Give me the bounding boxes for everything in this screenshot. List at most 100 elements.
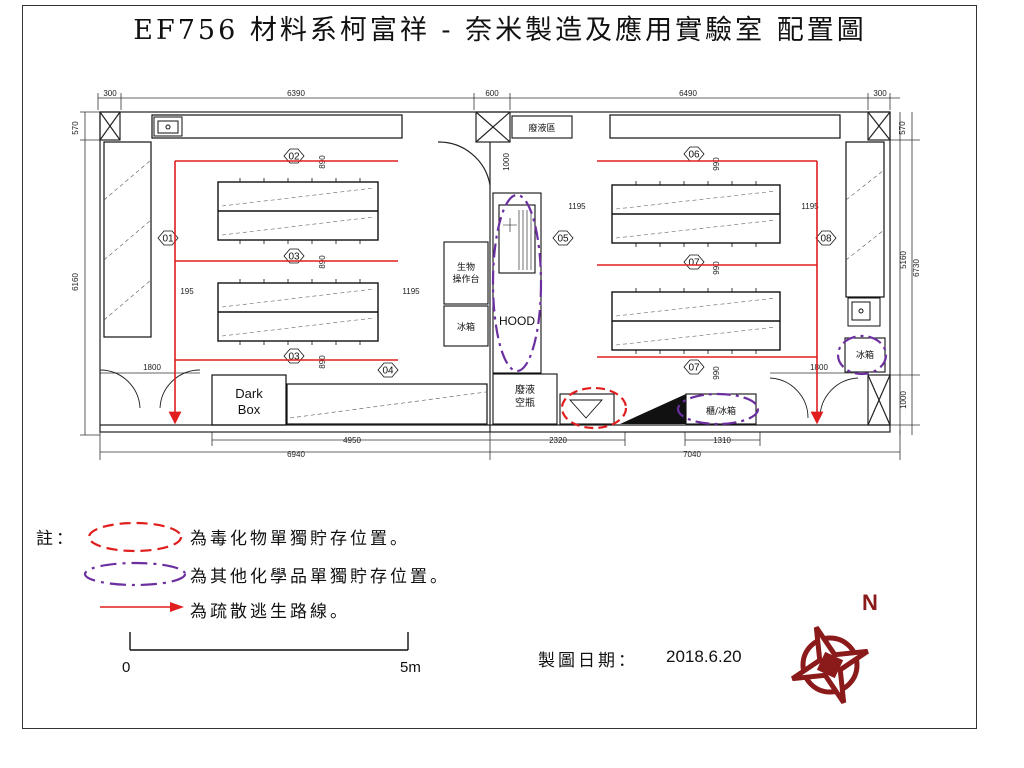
station-tags: 01 02 03 03 04 05 06 07 07 08 — [157, 146, 837, 378]
dim-top-right-span: 6490 — [679, 89, 697, 98]
cabinet-fridge — [685, 393, 757, 425]
toxic-cabinet — [559, 393, 615, 425]
sink-icon — [153, 116, 183, 137]
top-dimension-lines — [80, 93, 920, 460]
station-tag-label: 04 — [382, 366, 394, 377]
legend-symbols — [83, 521, 187, 612]
toxic-storage-marker — [560, 386, 628, 430]
dim-bottom-4950: 4950 — [343, 436, 361, 445]
dark-box-label: Dark Box — [235, 386, 263, 417]
station-tag-label: 07 — [688, 258, 700, 269]
date-label: 製圖日期： — [538, 651, 638, 671]
station-tag-shape — [552, 230, 574, 246]
legend-other-symbol — [83, 561, 187, 587]
date-value: 2018.6.20 — [666, 647, 742, 666]
station-tag-label: 01 — [162, 234, 174, 245]
station-tag: 06 — [683, 146, 705, 162]
bio-cabinet-label: 生物 操作台 — [452, 261, 479, 285]
legend-route-arrow — [170, 602, 184, 612]
legend-toxic-text: 為毒化物單獨貯存位置。 — [190, 529, 410, 549]
dim-aisle-1000: 1000 — [502, 153, 511, 171]
station-tag-label: 08 — [820, 234, 832, 245]
station-tag-shape — [815, 230, 837, 246]
black-triangle-marker — [620, 394, 686, 424]
station-tag: 01 — [157, 230, 179, 246]
drawing-frame — [22, 5, 977, 729]
center-equipment — [443, 115, 886, 425]
hood-grid — [503, 210, 532, 270]
label-dark-box-2: Box — [238, 402, 261, 417]
waste-area — [511, 115, 573, 139]
station-tag: 05 — [552, 230, 574, 246]
dim-h195-left: 195 — [180, 287, 194, 296]
dim-right-570: 570 — [898, 121, 907, 135]
bench-hatching — [103, 159, 885, 419]
fume-hood — [492, 192, 542, 374]
waste-bottle-cabinet — [492, 373, 558, 425]
dim-right-5160: 5160 — [899, 251, 908, 269]
station-tag: 04 — [377, 362, 399, 378]
chemical-storage-marker-fridge — [836, 334, 888, 376]
dim-h1195-right-b: 1195 — [801, 202, 819, 211]
page-title: EF756 材料系柯富祥 - 奈米製造及應用實驗室 配置圖 — [133, 15, 867, 46]
station-tag: 03 — [283, 348, 305, 364]
station-tag: 08 — [815, 230, 837, 246]
legend-other-text: 為其他化學品單獨貯存位置。 — [190, 567, 450, 587]
dim-top-right-wall: 300 — [873, 89, 887, 98]
station-tag: 07 — [683, 359, 705, 375]
dim-right-1000: 1000 — [899, 391, 908, 409]
legend-toxic-symbol — [87, 521, 183, 553]
dim-bottom-7040: 7040 — [683, 450, 701, 459]
station-tag-label: 02 — [288, 152, 300, 163]
storage-markers — [491, 193, 888, 430]
label-waste-area: 廢液區 — [528, 122, 555, 134]
bio-cabinet — [443, 241, 489, 305]
dim-h1800-left: 1800 — [143, 363, 161, 372]
dim-bottom-6940: 6940 — [287, 450, 305, 459]
station-tag-label: 06 — [688, 150, 700, 161]
lab-benches — [217, 181, 781, 351]
label-waste-bottle-2: 空瓶 — [515, 396, 535, 409]
dim-h1195-left: 1195 — [402, 287, 420, 296]
scale-start: 0 — [122, 659, 131, 676]
station-tag-label: 07 — [688, 363, 700, 374]
dim-h1195-right-a: 1195 — [568, 202, 586, 211]
label-right-fridge: 冰箱 — [856, 349, 874, 361]
chemical-storage-marker-cabinet — [676, 392, 760, 426]
dim-v990-a: 990 — [712, 157, 721, 171]
dim-bottom-2320: 2320 — [549, 436, 567, 445]
station-tag-shape — [377, 362, 399, 378]
sink-right-icon — [847, 297, 881, 327]
dim-h1800-right: 1800 — [810, 363, 828, 372]
label-hood: HOOD — [499, 314, 535, 328]
label-bio-cabinet-2: 操作台 — [452, 273, 479, 285]
dim-right-6730: 6730 — [912, 259, 921, 277]
label-bio-cabinet-1: 生物 — [457, 261, 475, 273]
station-tag-shape — [157, 230, 179, 246]
label-center-fridge: 冰箱 — [457, 321, 475, 333]
dim-top-left-wall: 300 — [103, 89, 117, 98]
station-tag-shape — [283, 148, 305, 164]
bench-ticks — [239, 178, 757, 354]
legend-route-text: 為疏散逃生路線。 — [190, 602, 350, 622]
waste-bottle-label: 廢液 空瓶 — [515, 383, 535, 409]
station-tag-label: 05 — [557, 234, 569, 245]
center-fridge — [443, 305, 489, 347]
legend-prefix: 註： — [36, 529, 76, 549]
dim-left-570: 570 — [71, 121, 80, 135]
station-tag-shape — [683, 359, 705, 375]
compass-rose-icon — [791, 626, 869, 704]
wall-benches — [103, 114, 885, 426]
scale-end: 5m — [400, 659, 421, 676]
evacuation-routes — [168, 160, 824, 425]
dim-v990-b: 990 — [712, 261, 721, 275]
right-fridge — [844, 337, 886, 373]
station-tag-label: 03 — [288, 252, 300, 263]
dim-v990-c: 990 — [712, 366, 721, 380]
room-labels: 廢液區 冰箱 櫃/冰箱 冰箱 — [457, 122, 874, 417]
label-cabinet-fridge: 櫃/冰箱 — [706, 405, 736, 417]
station-tag: 03 — [283, 248, 305, 264]
dim-top-door: 600 — [485, 89, 499, 98]
label-dark-box-1: Dark — [235, 386, 263, 401]
